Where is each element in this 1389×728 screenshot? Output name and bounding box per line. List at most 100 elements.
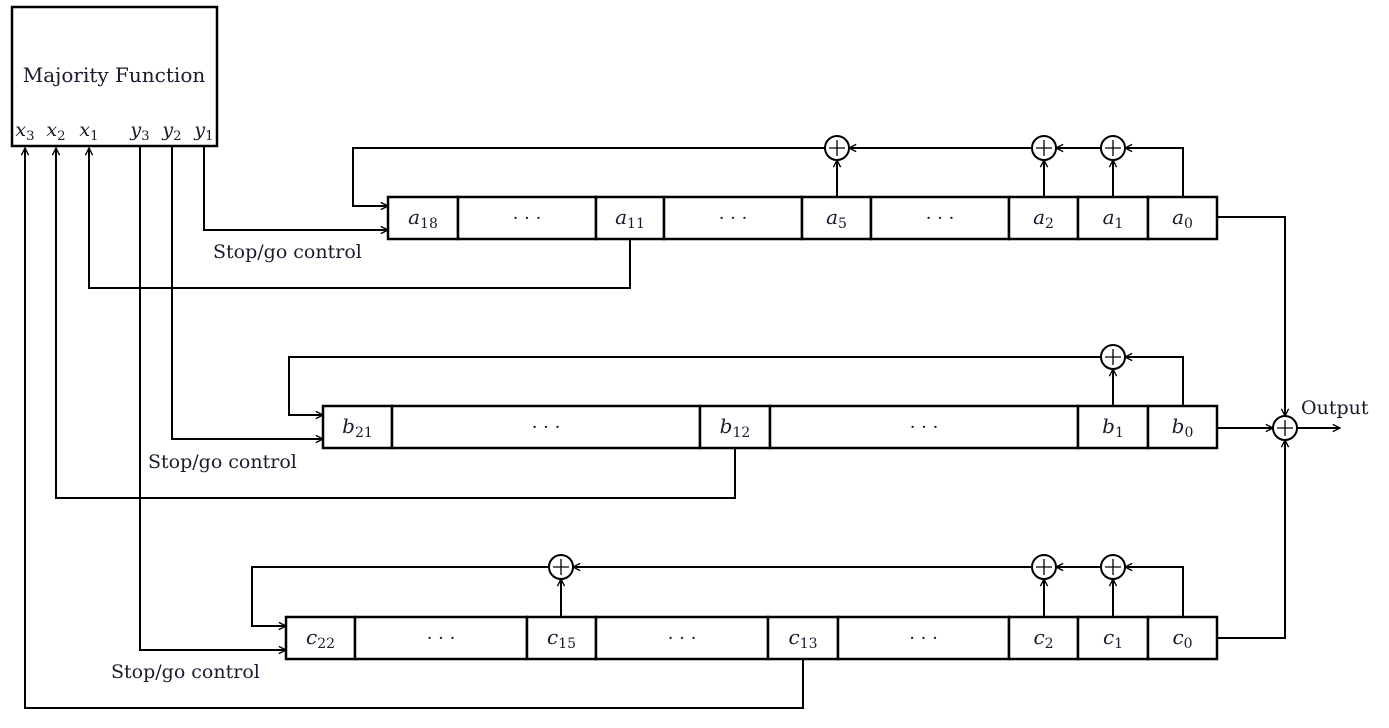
ellipsis: · · ·	[668, 628, 697, 649]
register-cell-label: b1	[1102, 414, 1124, 441]
register-cell	[836, 615, 1011, 661]
clocking-bit-line	[56, 148, 736, 499]
feedback-loop-line	[352, 147, 825, 206]
register-cell-label-subscript: 15	[558, 636, 576, 652]
register-cell	[386, 195, 460, 241]
xor-icon	[548, 554, 574, 580]
majority-input-label: y3	[129, 119, 149, 144]
register-cell	[456, 195, 598, 241]
register-cell-label: c13	[788, 625, 817, 652]
ellipsis: · · ·	[719, 208, 748, 229]
ellipsis: · · ·	[513, 208, 542, 229]
register-cell-label-var: b	[1172, 414, 1185, 438]
xor-icon	[1100, 135, 1126, 161]
feedback-line	[1125, 567, 1184, 617]
register-cell	[1007, 195, 1080, 241]
register-cell	[768, 404, 1080, 450]
majority-input-label-var: y	[193, 119, 205, 141]
register-cell	[594, 195, 666, 241]
register-cell-label-var: a	[826, 205, 838, 229]
register-cell-label-var: b	[720, 414, 733, 438]
register-cell-label-subscript: 0	[1184, 425, 1193, 441]
register-cell-label-subscript: 12	[732, 425, 750, 441]
register-cell	[321, 404, 394, 450]
register-cell-label-subscript: 0	[1184, 216, 1193, 232]
register-cell	[1146, 404, 1219, 450]
register-cell-label-subscript: 1	[1115, 216, 1124, 232]
register-cell	[284, 615, 357, 661]
register-cell	[662, 195, 804, 241]
register-cell	[1146, 195, 1219, 241]
output-label: Output	[1301, 397, 1369, 419]
register-cell	[1076, 195, 1150, 241]
register-cell-label: a5	[826, 205, 847, 232]
clocking-bit-line	[25, 148, 804, 709]
majority-input-label-var: y	[161, 119, 173, 141]
register-cell-label-var: c	[1103, 625, 1114, 649]
majority-input-label-var: x	[46, 119, 57, 141]
majority-input-label-var: y	[129, 119, 141, 141]
ellipsis: · · ·	[532, 417, 561, 438]
xor-icon	[1100, 344, 1126, 370]
register-cell-label-var: a	[615, 205, 627, 229]
majority-input-label-var: x	[79, 119, 90, 141]
stop-go-control-line	[139, 146, 286, 650]
register-cell-label-var: a	[1103, 205, 1115, 229]
majority-input-label: y2	[161, 119, 181, 144]
ellipsis: · · ·	[427, 628, 456, 649]
register-cell-label-var: a	[1033, 205, 1045, 229]
register-cell	[1007, 615, 1080, 661]
register-cell-label: a2	[1033, 205, 1054, 232]
majority-input-label: x3	[15, 119, 34, 144]
register-cell-label-var: b	[342, 414, 355, 438]
ellipsis: · · ·	[926, 208, 955, 229]
xor-icon	[1031, 135, 1057, 161]
majority-input-label-subscript: 3	[26, 129, 34, 144]
register-cell	[353, 615, 529, 661]
register-cell-label-subscript: 0	[1184, 636, 1193, 652]
register-cell-label-var: c	[547, 625, 558, 649]
register-cell	[594, 615, 770, 661]
ellipsis: · · ·	[910, 417, 939, 438]
register-cell-label-subscript: 21	[355, 425, 373, 441]
majority-input-label: y1	[193, 119, 213, 144]
register-cell-label-subscript: 2	[1045, 216, 1054, 232]
stop-go-control-line	[203, 146, 388, 230]
register-cell-label: b12	[720, 414, 751, 441]
majority-input-label-subscript: 1	[205, 129, 213, 144]
stop-go-control-label: Stop/go control	[111, 661, 260, 683]
register-cell-label: b21	[342, 414, 373, 441]
majority-input-label-subscript: 3	[141, 129, 149, 144]
register-cell-label-var: a	[408, 205, 420, 229]
register-cell-label: a0	[1172, 205, 1193, 232]
majority-function-box	[10, 5, 219, 148]
register-cell	[390, 404, 702, 450]
register-cell	[1076, 615, 1150, 661]
register-cell-label-var: b	[1102, 414, 1115, 438]
output-line-a	[1217, 216, 1285, 416]
ellipsis: · · ·	[909, 628, 938, 649]
register-cell-label: c1	[1103, 625, 1123, 652]
register-cell-label: a1	[1103, 205, 1124, 232]
register-cell-label-subscript: 18	[420, 216, 438, 232]
register-cell-label-subscript: 22	[317, 636, 335, 652]
feedback-line	[1125, 357, 1184, 406]
register-cell-label: c2	[1033, 625, 1053, 652]
clocking-bit-line	[89, 148, 631, 289]
xor-icon	[1100, 554, 1126, 580]
register-cell-label: c22	[306, 625, 335, 652]
register-cell	[869, 195, 1011, 241]
register-cell-label-var: c	[306, 625, 317, 649]
register-cell-label-var: c	[1172, 625, 1183, 649]
register-cell-label-var: c	[788, 625, 799, 649]
majority-input-label: x2	[46, 119, 65, 144]
majority-function-title: Majority Function	[23, 63, 206, 87]
stop-go-control-line	[171, 146, 323, 439]
feedback-loop-line	[251, 566, 549, 626]
register-cell-label-subscript: 2	[1045, 636, 1054, 652]
feedback-loop-line	[288, 356, 1101, 415]
majority-input-label-subscript: 2	[173, 129, 181, 144]
xor-icon	[1272, 415, 1298, 441]
register-cell-label-subscript: 11	[627, 216, 645, 232]
